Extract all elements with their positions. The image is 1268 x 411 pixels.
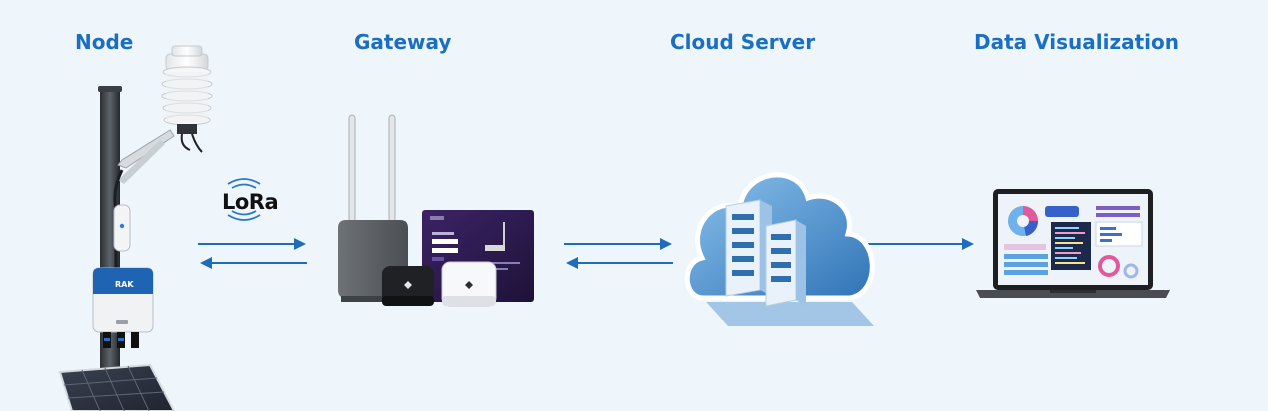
gateway-devices-illustration [338,114,534,307]
arrow-cloud-to-gateway [566,257,673,269]
rak-logo-text: RAK [115,280,134,289]
indoor-gateway-white [441,261,497,307]
sensor-radiation-shield [161,45,213,153]
rak-node-enclosure: RAK [92,267,154,333]
cloud-server-illustration [684,172,875,326]
lora-signal-icon [227,178,261,221]
arrow-gateway-to-cloud [564,238,672,250]
cloud-server-title: Cloud Server [670,30,816,54]
arrow-gateway-to-node [200,257,307,269]
lora-label: LoRa [222,190,279,214]
weather-node-illustration: RAK [58,45,213,411]
data-visualization-title: Data Visualization [974,30,1179,54]
solar-panel [58,363,176,411]
server-rack-left [725,199,772,297]
gateway-antenna-right [388,114,396,234]
arrow-node-to-gateway [198,238,306,250]
indoor-gateway-black [382,266,434,306]
laptop-base [976,290,1170,298]
gateway-title: Gateway [354,30,452,54]
node-title: Node [75,30,134,54]
laptop-dashboard-illustration [976,189,1170,298]
arrow-cloud-to-visualization [866,238,974,250]
gateway-antenna-left [348,114,356,234]
server-rack-right [765,219,806,307]
node-bracket [117,129,175,169]
